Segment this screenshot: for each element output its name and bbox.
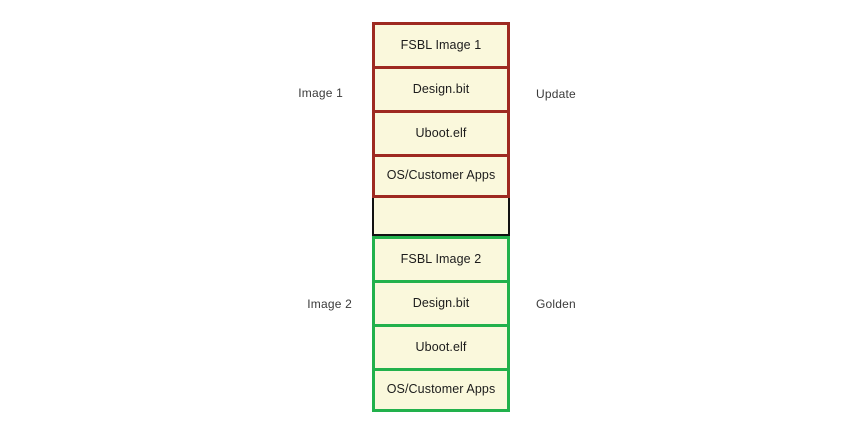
partition-row: Design.bit: [372, 280, 510, 324]
partition-row: OS/Customer Apps: [372, 368, 510, 412]
partition-label: Uboot.elf: [415, 339, 467, 354]
partition-row: FSBL Image 2: [372, 236, 510, 280]
partition-row: OS/Customer Apps: [372, 154, 510, 198]
empty-partition-row: [372, 198, 510, 236]
memory-map-stack: FSBL Image 1 Design.bit Uboot.elf OS/Cus…: [372, 22, 510, 412]
partition-label: FSBL Image 2: [400, 251, 482, 266]
partition-label: OS/Customer Apps: [386, 382, 496, 397]
partition-label: Design.bit: [412, 81, 470, 96]
image-2-label: Image 2: [307, 297, 352, 311]
golden-label: Golden: [536, 297, 576, 311]
partition-label: Design.bit: [412, 295, 470, 310]
partition-row: Uboot.elf: [372, 110, 510, 154]
image-1-label: Image 1: [298, 86, 343, 100]
partition-row: FSBL Image 1: [372, 22, 510, 66]
partition-row: Uboot.elf: [372, 324, 510, 368]
update-image-group: FSBL Image 1 Design.bit Uboot.elf OS/Cus…: [372, 22, 510, 198]
partition-label: Uboot.elf: [415, 125, 467, 140]
partition-row: Design.bit: [372, 66, 510, 110]
update-label: Update: [536, 87, 576, 101]
golden-image-group: FSBL Image 2 Design.bit Uboot.elf OS/Cus…: [372, 236, 510, 412]
partition-label: FSBL Image 1: [400, 37, 482, 52]
partition-label: OS/Customer Apps: [386, 168, 496, 183]
